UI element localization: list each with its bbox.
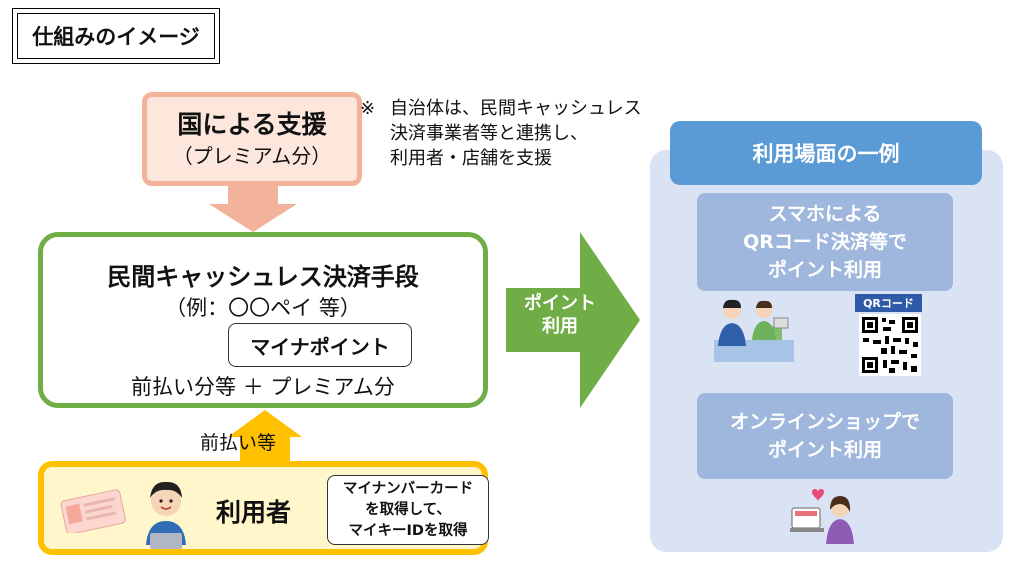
payment-means-box: 民間キャッシュレス決済手段 （例：〇〇ペイ 等） マイナポイント 前払い分等 ＋… bbox=[38, 232, 488, 408]
user-label: 利用者 bbox=[216, 498, 292, 527]
online-shop-line: ポイント利用 bbox=[767, 439, 882, 461]
heading-outer-frame bbox=[12, 8, 220, 64]
user-with-laptop-icon bbox=[146, 481, 186, 549]
user-action-line: を取得して、 bbox=[365, 501, 451, 518]
arrow-label-line: ポイント bbox=[524, 293, 596, 314]
payment-breakdown: 前払い分等 ＋ プレミアム分 bbox=[131, 375, 395, 399]
qr-payment-line: ポイント利用 bbox=[767, 259, 882, 281]
online-shop-line: オンラインショップで bbox=[729, 411, 920, 433]
note-mark: ※ bbox=[360, 98, 376, 119]
online-shop-example: オンラインショップで ポイント利用 bbox=[697, 393, 953, 479]
qr-code-label: QRコード bbox=[855, 294, 922, 312]
qr-payment-line: QRコード決済等で bbox=[743, 231, 907, 253]
note-line: 決済事業者等と連携し、 bbox=[390, 123, 588, 144]
online-shopper-icon bbox=[790, 489, 854, 544]
note-line: 利用者・店舗を支援 bbox=[390, 148, 552, 169]
national-support-subtitle: （プレミアム分） bbox=[172, 144, 332, 168]
qr-payment-example: スマホによる QRコード決済等で ポイント利用 bbox=[697, 193, 953, 291]
prepayment-label: 前払い等 bbox=[200, 432, 277, 454]
national-support-title: 国による支援 bbox=[177, 110, 327, 139]
qr-code-icon bbox=[859, 314, 921, 376]
point-use-arrow-label: ポイント 利用 bbox=[520, 292, 600, 338]
user-action-line: マイナンバーカード bbox=[342, 480, 474, 497]
store-cashier-icon bbox=[714, 299, 794, 362]
payment-means-example: （例：〇〇ペイ 等） bbox=[165, 296, 361, 320]
user-box: 利用者 マイナンバーカード を取得して、 マイキーIDを取得 bbox=[38, 461, 489, 555]
support-down-arrow bbox=[209, 186, 297, 232]
note-line: 自治体は、民間キャッシュレス bbox=[390, 98, 642, 119]
national-support-box: 国による支援 （プレミアム分） bbox=[142, 92, 362, 186]
point-use-right-arrow bbox=[506, 232, 640, 408]
prepay-up-arrow bbox=[228, 410, 302, 461]
user-action-box: マイナンバーカード を取得して、 マイキーIDを取得 bbox=[327, 475, 489, 545]
user-action-line: マイキーIDを取得 bbox=[348, 522, 468, 539]
heading-title: 仕組みのイメージ bbox=[17, 13, 215, 59]
municipality-note: ※ 自治体は、民間キャッシュレス 決済事業者等と連携し、 利用者・店舗を支援 bbox=[360, 96, 660, 171]
mynapoint-box: マイナポイント bbox=[228, 323, 412, 367]
my-number-card-icon bbox=[60, 489, 126, 533]
qr-payment-line: スマホによる bbox=[768, 203, 882, 225]
arrow-label-line: 利用 bbox=[542, 316, 578, 337]
usage-examples-header: 利用場面の一例 bbox=[670, 121, 982, 185]
payment-means-title: 民間キャッシュレス決済手段 bbox=[107, 263, 419, 291]
